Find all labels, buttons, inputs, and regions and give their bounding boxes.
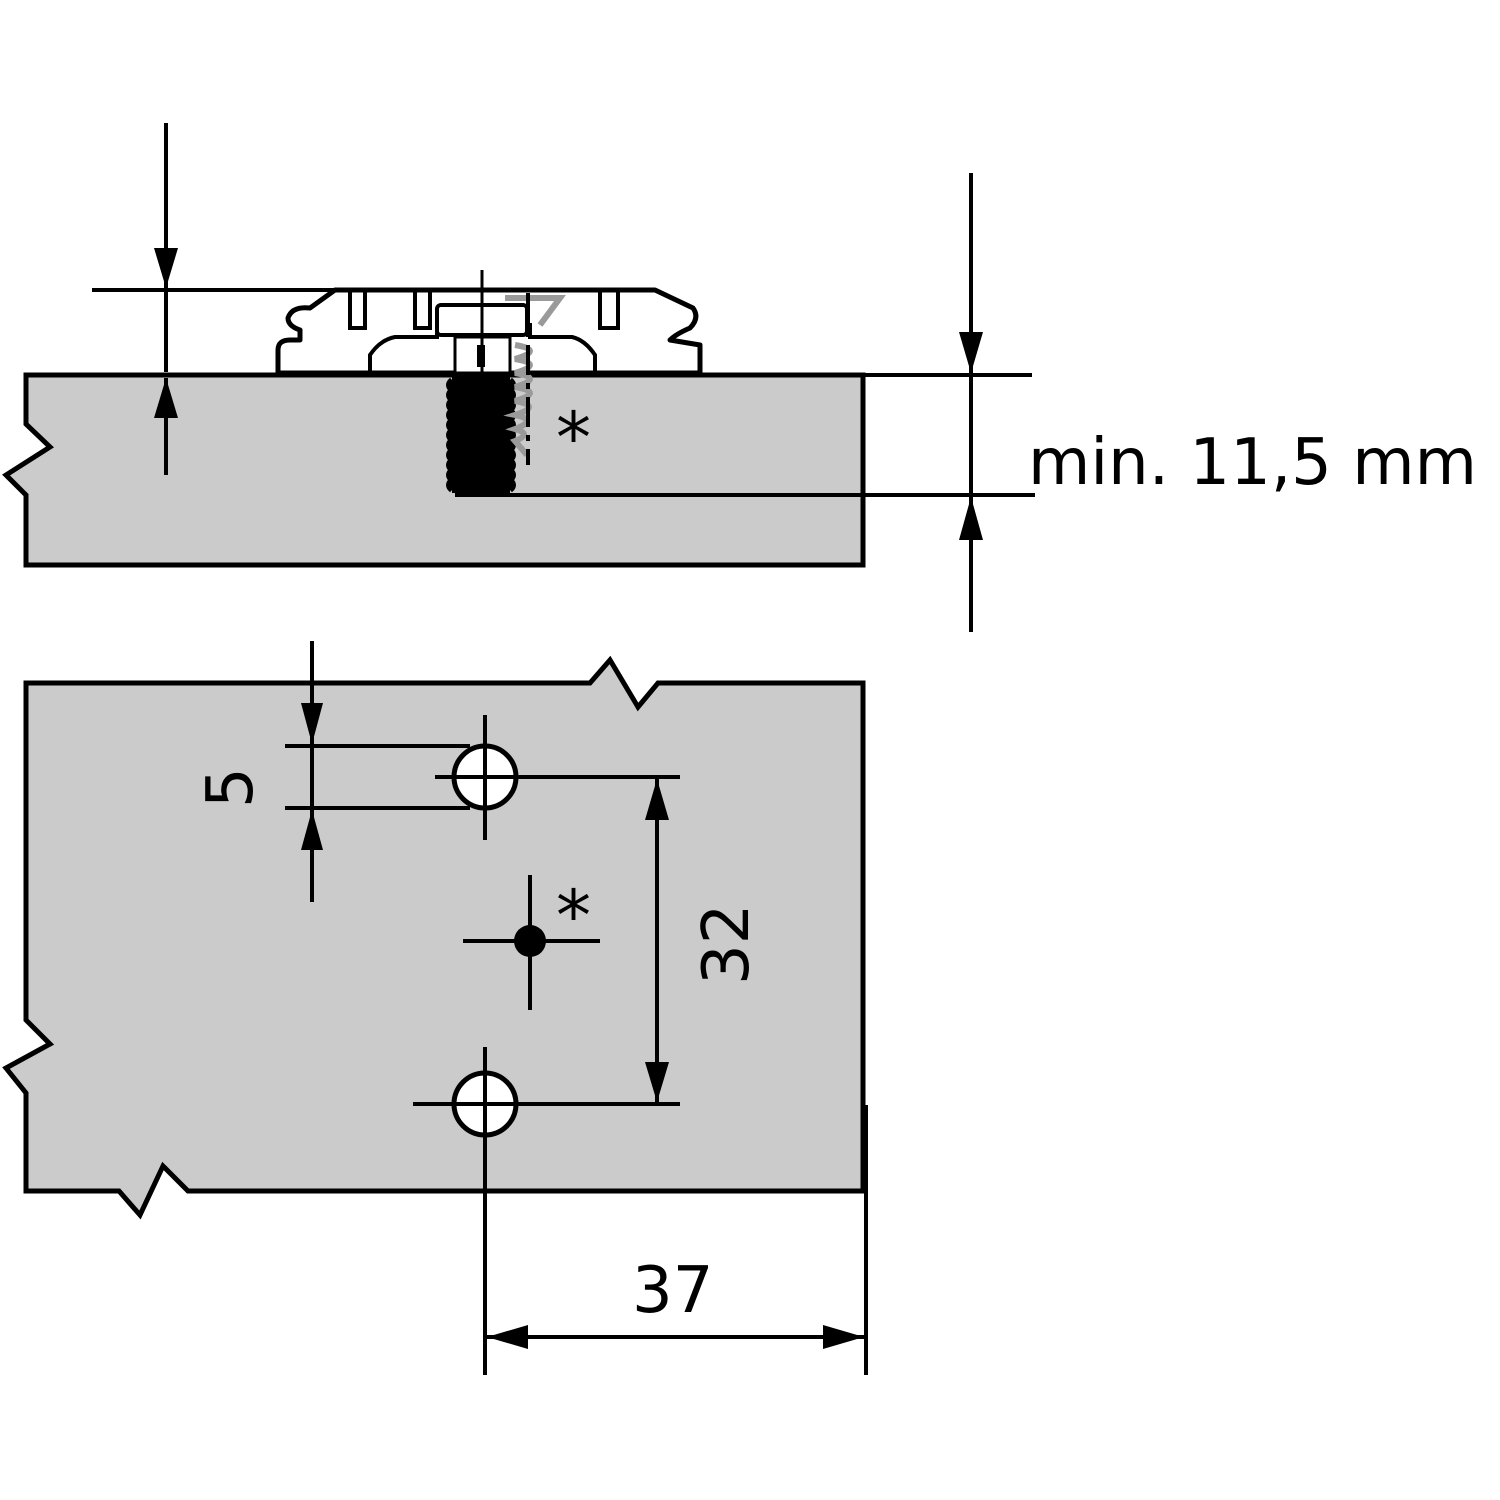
alt-screw-point-icon xyxy=(514,925,546,957)
plate-slot-mid-left xyxy=(413,292,432,330)
side-panel-section xyxy=(2,372,866,568)
plate-slot-right xyxy=(598,292,620,330)
top-panel-face xyxy=(2,655,866,1220)
wood-screw-icon xyxy=(503,295,566,457)
top-view: 5 * 32 37 xyxy=(2,641,868,1375)
spacing-dimension-label: 32 xyxy=(690,904,764,985)
euro-screw-icon xyxy=(446,375,516,493)
arrow-up-icon xyxy=(959,497,983,540)
offset-dimension-label: 5 xyxy=(194,767,268,808)
alt-screw-asterisk: * xyxy=(556,397,591,479)
plate-slot-left xyxy=(348,292,367,330)
arrow-up-icon xyxy=(301,810,323,850)
arrow-down-icon xyxy=(645,1062,669,1102)
arrow-down-icon xyxy=(154,248,178,288)
arrow-down-icon xyxy=(959,332,983,373)
depth-dimension-label: min. 11,5 mm xyxy=(1028,426,1477,500)
edge-distance-label: 37 xyxy=(632,1254,713,1328)
side-view: * min. 11,5 mm xyxy=(2,123,1477,632)
alt-screw-asterisk: * xyxy=(556,875,591,957)
arrow-down-icon xyxy=(301,703,323,744)
arrow-right-icon xyxy=(823,1325,864,1349)
arrow-up-icon xyxy=(645,779,669,820)
arrow-up-icon xyxy=(154,378,178,418)
arrow-left-icon xyxy=(487,1325,528,1349)
